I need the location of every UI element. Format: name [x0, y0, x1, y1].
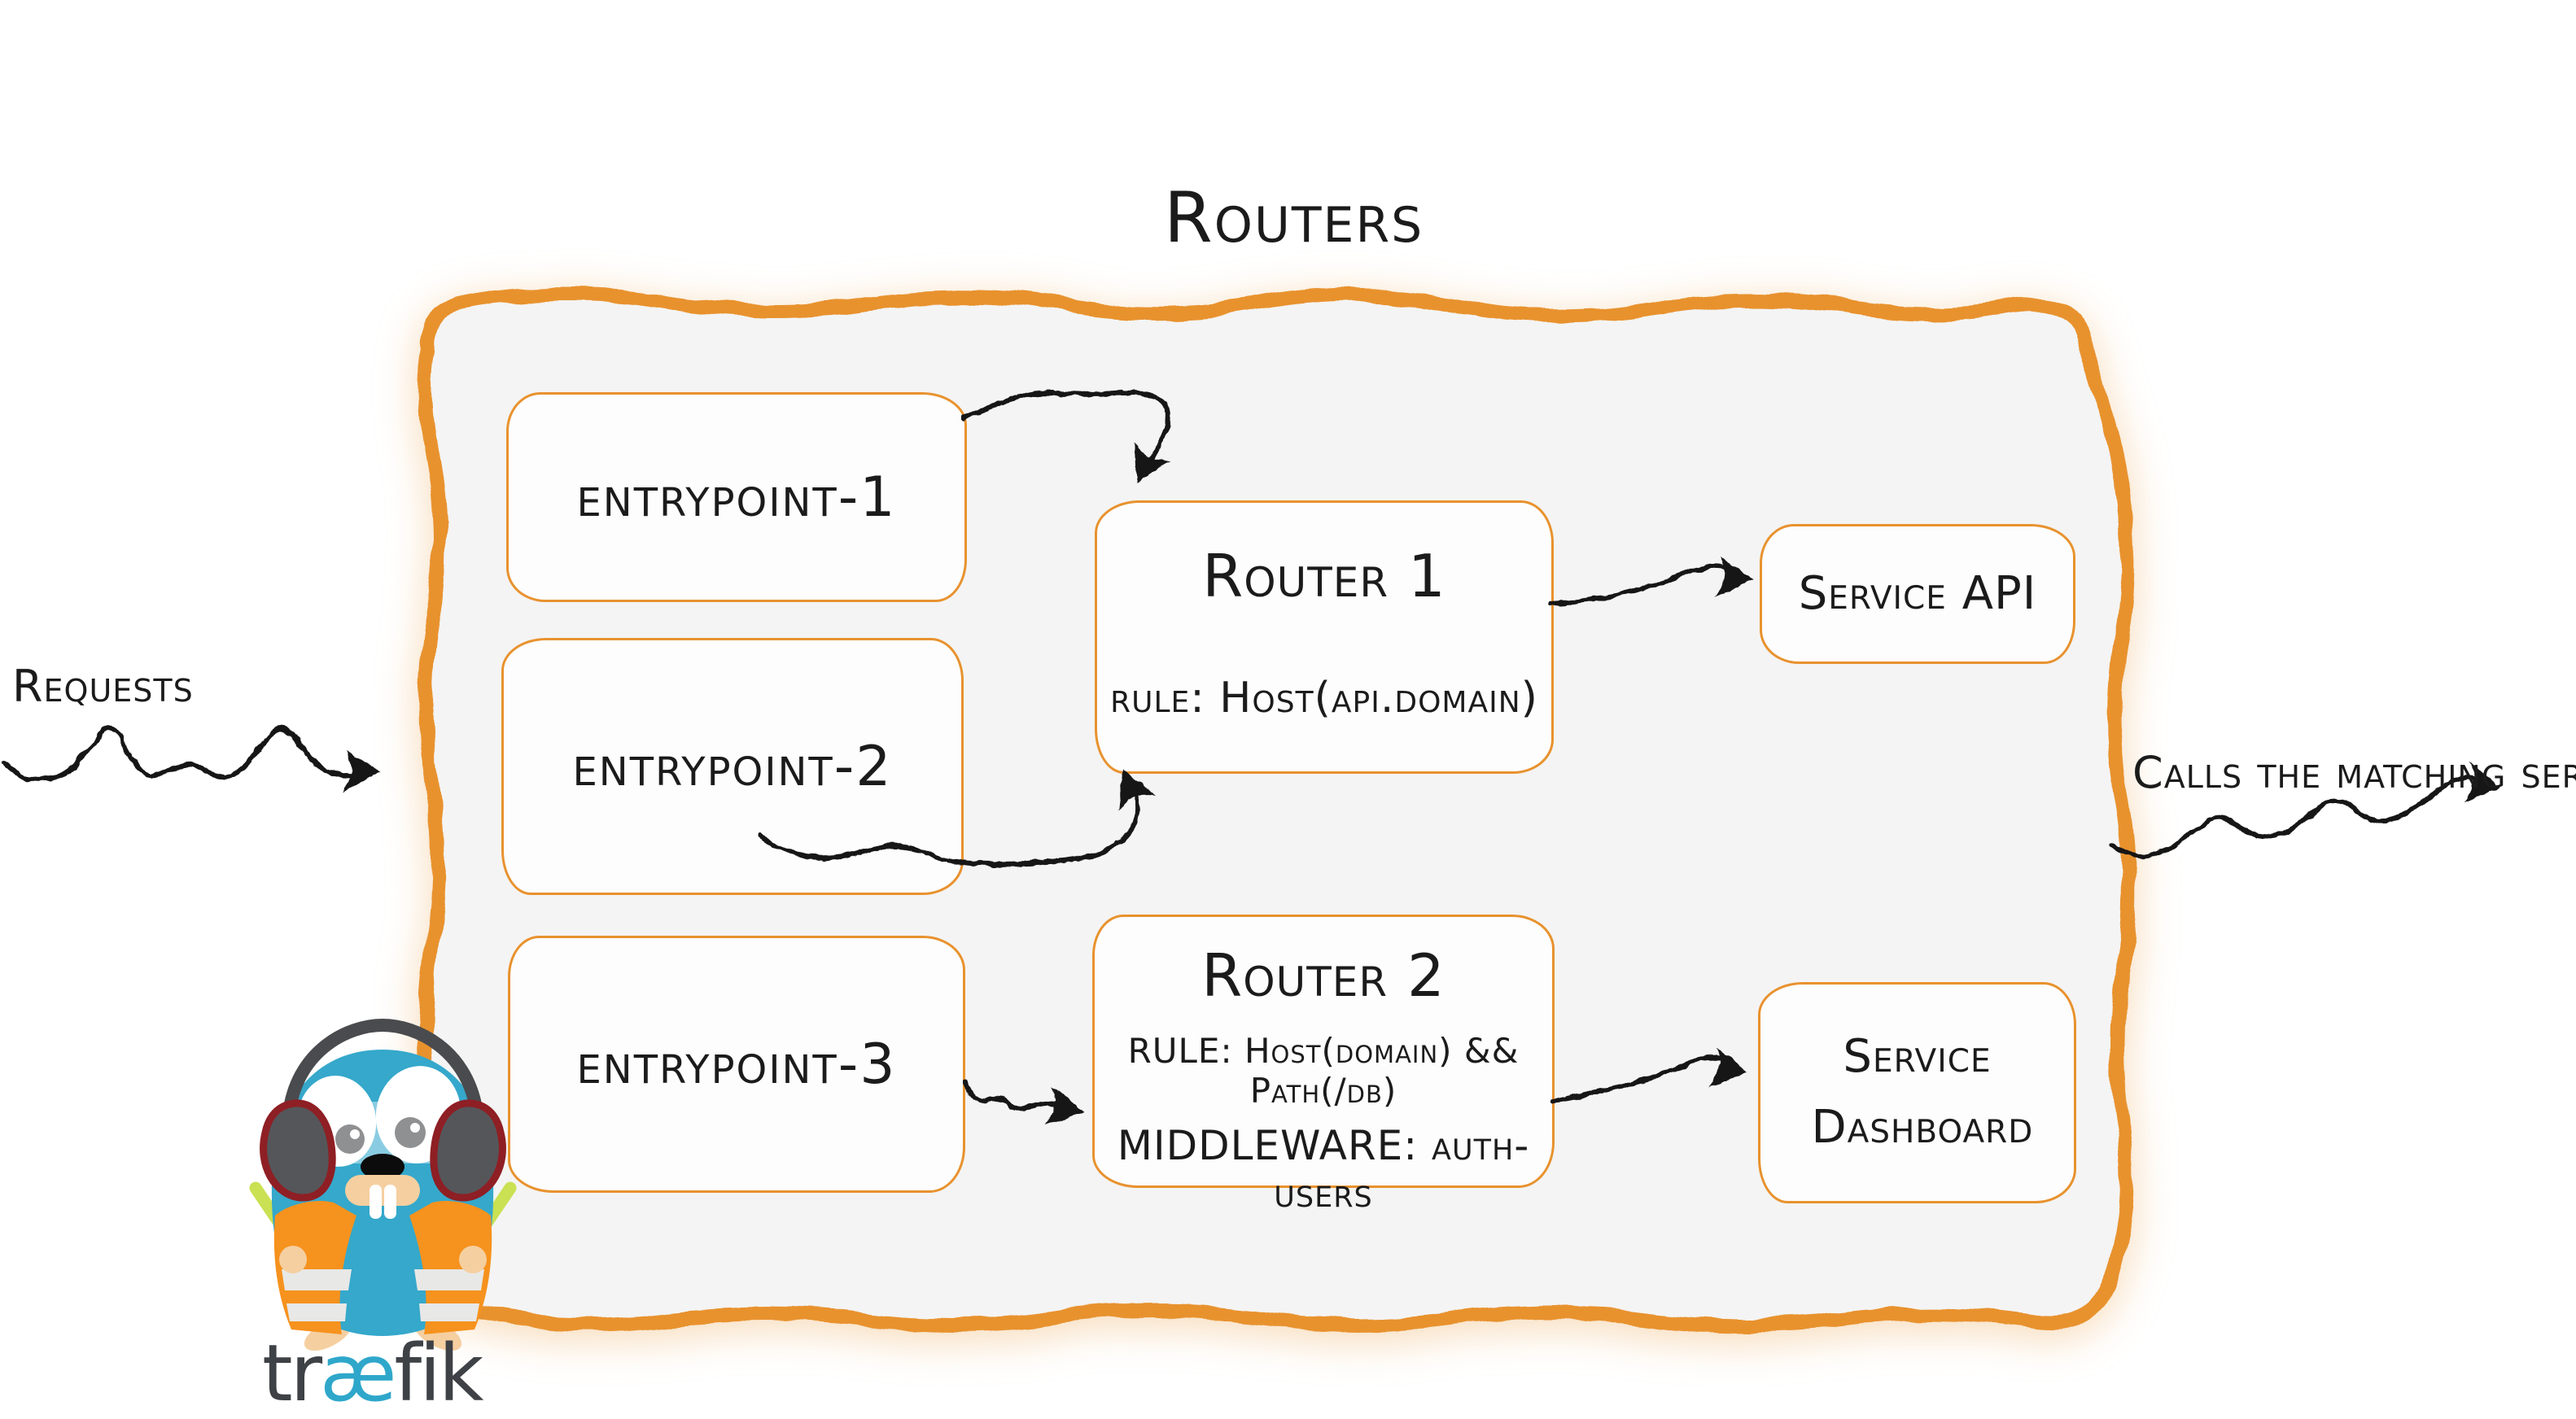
service-dashboard-label: Service Dashboard [1811, 1030, 2034, 1154]
entrypoint-2-box: entrypoint-2 [501, 638, 964, 895]
wordmark-ae: æ [320, 1328, 396, 1419]
gopher-pupil-left [335, 1124, 365, 1154]
gopher-nose [361, 1154, 405, 1180]
router-1-rule: rule: Host(api.domain) [1110, 674, 1538, 723]
requests-label: Requests [12, 661, 194, 712]
gopher-muzzle [345, 1175, 420, 1206]
gopher-pupil-right [395, 1117, 426, 1148]
router-1-title: Router 1 [1202, 542, 1446, 610]
entrypoint-1-label: entrypoint-1 [576, 465, 897, 530]
service-api-label: Service API [1798, 566, 2037, 620]
calls-matching-server-label: Calls the matching server [2132, 747, 2576, 798]
gopher-tooth-left [370, 1185, 382, 1219]
entrypoint-1-box: entrypoint-1 [506, 392, 967, 602]
gopher-tooth-right [384, 1185, 396, 1219]
router-2-title: Router 2 [1201, 941, 1445, 1010]
service-dashboard-box: Service Dashboard [1758, 982, 2076, 1203]
gopher-hand-right [459, 1246, 487, 1273]
router-2-box: Router 2 RULE: Host(domain) && Path(/db)… [1092, 915, 1555, 1216]
page-title: Routers [1164, 177, 1424, 259]
ear-cup-left [260, 1099, 336, 1202]
safety-vest [273, 1200, 492, 1334]
entrypoint-3-box: entrypoint-3 [508, 936, 965, 1193]
entrypoint-3-label: entrypoint-3 [576, 1032, 897, 1097]
router-2-rule: RULE: Host(domain) && Path(/db) [1127, 1031, 1520, 1111]
entrypoint-2-label: entrypoint-2 [572, 734, 893, 799]
headphones [260, 1018, 506, 1202]
gopher-hand-left [279, 1246, 307, 1273]
pupil-highlight-left [350, 1129, 360, 1139]
ear-cup-right [430, 1099, 506, 1202]
router-2-middleware: MIDDLEWARE: auth-users [1117, 1122, 1530, 1216]
service-api-box: Service API [1760, 524, 2075, 664]
router-1-box: Router 1 rule: Host(api.domain) [1095, 500, 1554, 774]
pupil-highlight-right [410, 1123, 420, 1133]
traefik-gopher-mascot [249, 1018, 517, 1351]
traefik-wordmark: træfik [262, 1328, 483, 1419]
wordmark-suffix: fik [394, 1328, 483, 1419]
wordmark-prefix: tr [262, 1328, 322, 1419]
